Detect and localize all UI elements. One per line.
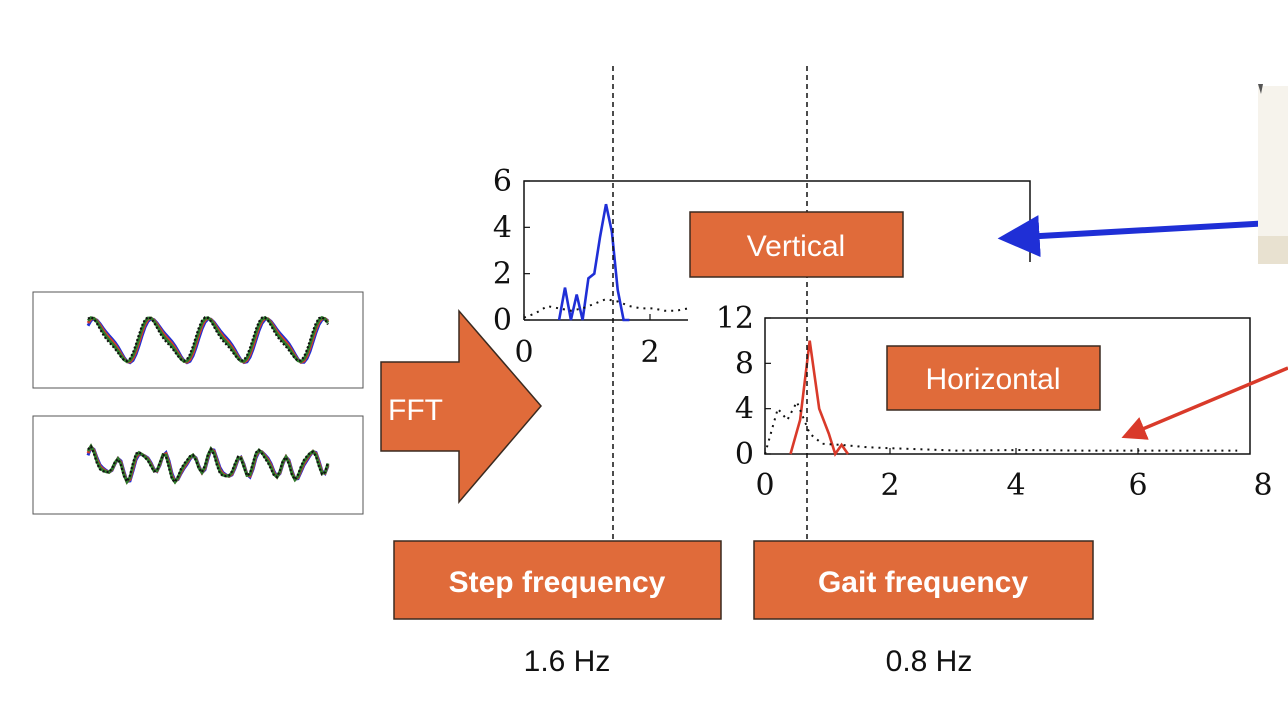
step-frequency-value: 1.6 Hz [524, 645, 611, 678]
horizontal-y-tick-label: 12 [716, 301, 754, 336]
vertical-label-box: Vertical [689, 211, 904, 278]
horizontal-label-box: Horizontal [886, 345, 1101, 411]
horizontal-x-tick-label: 2 [880, 468, 899, 503]
horizontal-spectrum-chart: 0 4 8 12 0 2 4 6 8 [716, 301, 1273, 503]
vertical-y-tick-label: 4 [493, 210, 512, 245]
vertical-label: Vertical [747, 230, 845, 263]
step-frequency-box: Step frequency [393, 540, 722, 620]
raw-signal-trace [87, 315, 329, 363]
horizontal-pointer-arrow [1121, 366, 1288, 440]
horizontal-chart-frame [764, 317, 1251, 455]
horizontal-x-tick-label: 6 [1128, 468, 1147, 503]
horizontal-y-tick-label: 0 [735, 437, 754, 472]
horizontal-x-tick-label: 8 [1253, 468, 1272, 503]
step-frequency-label: Step frequency [449, 566, 666, 599]
vertical-spectrum-series-main [557, 203, 630, 322]
vertical-spectrum-chart: 0 2 4 6 0 2 [493, 164, 1031, 370]
raw-signal-traces-bottom [86, 443, 330, 485]
raw-signal-traces-top [86, 315, 330, 365]
horizontal-x-tick-label: 4 [1006, 468, 1025, 503]
gait-frequency-box: Gait frequency [753, 540, 1094, 620]
raw-signal-panel-bottom [32, 415, 364, 515]
vertical-y-tick-label: 2 [493, 257, 512, 292]
raw-signal-trace [87, 444, 330, 484]
horizontal-y-tick-label: 8 [735, 346, 754, 381]
fft-arrow: FFT [380, 308, 542, 505]
vertical-y-tick-label: 0 [493, 303, 512, 338]
vertical-spectrum-series-reference [523, 298, 689, 319]
device-photo-fragment [1258, 84, 1288, 264]
vertical-x-tick-label: 0 [514, 335, 533, 370]
horizontal-y-tick-label: 4 [735, 392, 754, 427]
fft-label: FFT [388, 394, 443, 427]
horizontal-x-tick-label: 0 [755, 468, 774, 503]
vertical-x-tick-label: 2 [640, 335, 659, 370]
vertical-y-tick-label: 6 [493, 164, 512, 199]
gait-frequency-label: Gait frequency [818, 566, 1028, 599]
vertical-pointer-arrow [997, 215, 1288, 258]
gait-frequency-value: 0.8 Hz [886, 645, 973, 678]
horizontal-spectrum-series-main [789, 340, 850, 457]
horizontal-label: Horizontal [925, 363, 1060, 396]
raw-signal-panel-top [32, 291, 364, 389]
